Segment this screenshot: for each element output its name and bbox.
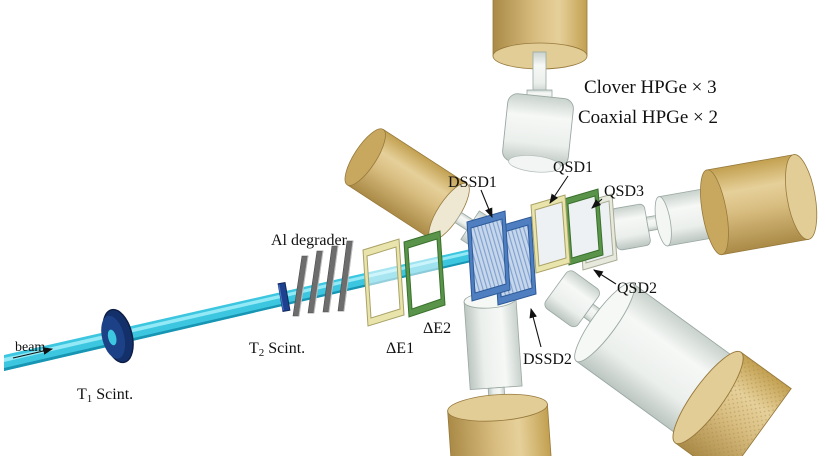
degrader-plate-edge <box>328 245 339 313</box>
hpge-top-neck-rod <box>532 51 547 97</box>
de1-label: ΔE1 <box>386 340 414 357</box>
t2-label: T2 Scint. <box>249 340 305 359</box>
de2-label: ΔE2 <box>423 320 451 337</box>
qsd1-leader <box>549 175 569 204</box>
de2-detector <box>403 230 446 318</box>
qsd1-silicon <box>535 202 566 266</box>
dssd2-label: DSSD2 <box>523 351 572 368</box>
hpge-coaxial-lower-right <box>544 270 792 456</box>
dssd1-leader <box>480 189 493 219</box>
dssd1-silicon <box>470 218 507 294</box>
qsd1-detector <box>530 194 571 274</box>
hpge-clover-top <box>492 0 588 173</box>
degrader-plate-edge <box>298 255 309 317</box>
hpge-r-far-cap <box>785 154 818 240</box>
hpge-ul-back-cap <box>344 128 386 186</box>
hpge-lr-tan-cap <box>672 350 744 445</box>
qsd3-leader <box>591 198 603 209</box>
coaxial-hpge-label: Coaxial HPGe × 2 <box>578 107 718 128</box>
t1-scintillator <box>101 308 134 364</box>
de1-silicon <box>367 247 400 318</box>
t2-bar-highlight <box>278 284 284 311</box>
hpge-b-tan-cap <box>447 393 548 422</box>
t1-beam-hole <box>107 329 117 346</box>
clover-hpge-label: Clover HPGe × 3 <box>584 77 717 98</box>
hpge-lr-dewar-cap <box>574 282 635 363</box>
de1-frame <box>362 238 405 327</box>
degrader-plate-edge <box>313 250 324 314</box>
qsd2-leader <box>593 269 617 285</box>
al-degrader <box>292 240 354 317</box>
de2-frame <box>403 230 446 318</box>
t2-scintillator <box>277 282 291 312</box>
hpge-clover-bottom <box>447 291 554 456</box>
qsd2-label: QSD2 <box>617 280 657 297</box>
beam-label: beam <box>15 340 45 355</box>
beam-arrow <box>12 347 54 359</box>
qsd3-silicon <box>568 196 599 258</box>
hpge-lr-tan-texture <box>675 352 792 456</box>
qsd3-label: QSD3 <box>604 183 644 200</box>
dssd2-leader <box>529 307 542 348</box>
t1-label: T1 Scint. <box>77 386 133 405</box>
hpge-coaxial-right <box>610 154 818 256</box>
hpge-r-tip-box <box>610 203 651 251</box>
de2-silicon <box>408 239 441 309</box>
hpge-r-snout-cap <box>654 196 672 247</box>
dssd1-detector <box>466 210 511 302</box>
hpge-top-head-face <box>508 155 561 173</box>
hpge-b-snout-cylinder <box>463 297 523 391</box>
de1-detector <box>362 238 405 327</box>
hpge-r-near-cap <box>700 169 729 256</box>
dssd1-label: DSSD1 <box>448 174 497 191</box>
degrader-plate-edge <box>343 240 354 312</box>
qsd3-detector <box>563 188 604 266</box>
al-degrader-label: Al degrader <box>271 232 348 249</box>
qsd1-label: QSD1 <box>553 159 593 176</box>
